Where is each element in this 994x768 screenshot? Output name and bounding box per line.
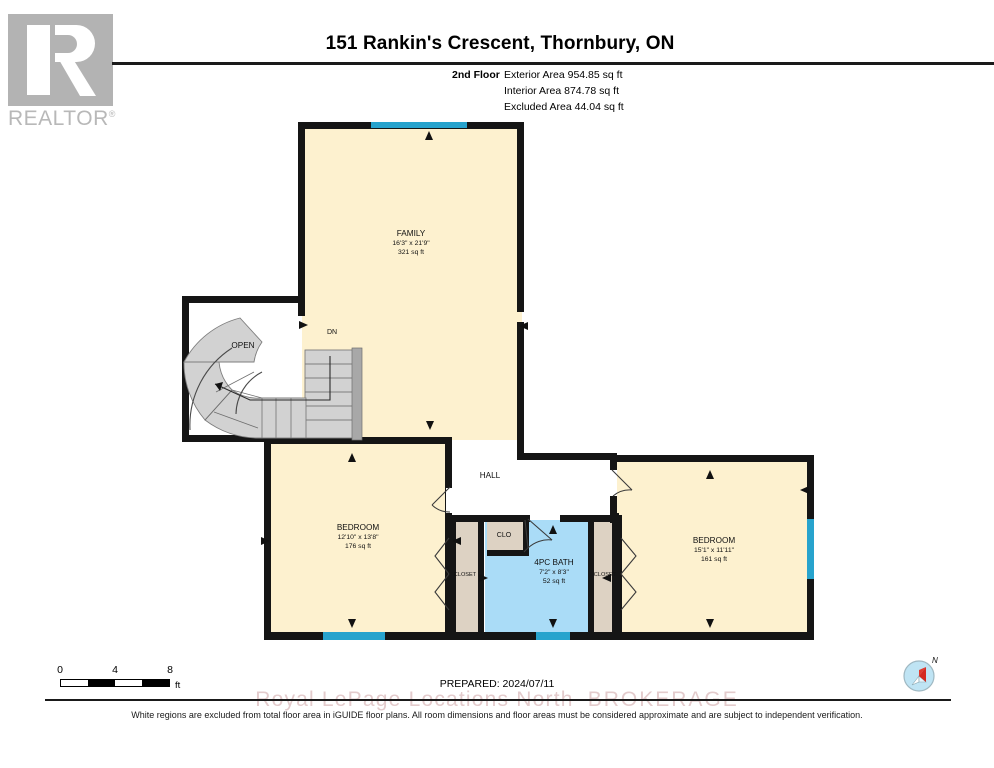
wall-bedroom-left-outer bbox=[264, 437, 271, 639]
room-label-bath: 4PC BATH 7'2" x 8'3" 52 sq ft bbox=[534, 558, 574, 585]
room-name-open: OPEN bbox=[231, 341, 254, 350]
wall-hall-top-left bbox=[266, 437, 450, 444]
disclaimer-text: White regions are excluded from total fl… bbox=[131, 710, 863, 720]
room-label-bedroom-right: BEDROOM 15'1" x 11'11" 161 sq ft bbox=[693, 536, 735, 563]
room-name-clo: CLO bbox=[497, 532, 512, 539]
room-area-family: 321 sq ft bbox=[398, 249, 424, 256]
wall-clo-right bbox=[523, 518, 529, 554]
realtor-logo: REALTOR® bbox=[8, 14, 116, 134]
scale-unit-label: ft bbox=[175, 680, 181, 691]
room-label-bedroom-left: BEDROOM 12'10" x 13'8" 176 sq ft bbox=[337, 523, 379, 550]
room-name-family: FAMILY bbox=[397, 229, 426, 238]
scale-tick-0: 0 bbox=[57, 664, 63, 676]
room-area-bedroom-right: 161 sq ft bbox=[701, 556, 727, 563]
scale-tick-4: 4 bbox=[112, 664, 118, 676]
window-bedroom-right-east bbox=[807, 519, 814, 579]
wall-open-top bbox=[182, 296, 304, 303]
wall-bedroom-left-right-lower bbox=[445, 513, 452, 639]
room-label-closet-right: CLOSET bbox=[594, 572, 617, 578]
room-name-closet-right: CLOSET bbox=[594, 572, 617, 578]
wall-closet-right-partition-a bbox=[588, 515, 594, 639]
room-area-bath: 52 sq ft bbox=[543, 578, 565, 585]
room-fill-bedroom-left bbox=[266, 440, 450, 636]
exterior-area-text: Exterior Area 954.85 sq ft bbox=[504, 69, 623, 81]
photo-direction-markers bbox=[261, 131, 809, 628]
room-label-hall: HALL bbox=[480, 471, 501, 480]
wall-hall-top-right bbox=[517, 453, 617, 460]
wall-clo-bottom bbox=[487, 550, 529, 556]
door-bedroom-left bbox=[431, 486, 454, 513]
wall-family-left-lower bbox=[298, 304, 305, 316]
door-closet-left bbox=[434, 537, 450, 611]
wall-closet-left-partition-a bbox=[450, 515, 456, 639]
wall-open-bottom bbox=[182, 435, 270, 442]
room-name-closet-left: CLOSET bbox=[454, 572, 477, 578]
page-title: 151 Rankin's Crescent, Thornbury, ON bbox=[325, 33, 675, 54]
room-fill-hall-2 bbox=[445, 440, 615, 502]
compass-rose: N bbox=[903, 656, 938, 692]
realtor-r-mark bbox=[8, 14, 113, 106]
room-dims-family: 16'3" x 21'9" bbox=[392, 240, 430, 247]
room-dims-bedroom-left: 12'10" x 13'8" bbox=[337, 534, 379, 541]
scale-tick-labels: 0 4 8 bbox=[45, 664, 185, 678]
wall-closet-right-partition-b bbox=[616, 515, 622, 639]
footer-divider bbox=[45, 699, 951, 701]
floor-area-summary: 2nd Floor Exterior Area 954.85 sq ft Int… bbox=[452, 67, 624, 115]
compass-north-label: N bbox=[932, 656, 938, 665]
wall-family-right-lower bbox=[517, 322, 524, 444]
room-fill-bedroom-right bbox=[612, 462, 812, 636]
scale-tick-8: 8 bbox=[167, 664, 173, 676]
room-label-family: FAMILY 16'3" x 21'9" 321 sq ft bbox=[392, 229, 430, 256]
room-name-hall: HALL bbox=[480, 471, 501, 480]
scale-bar-graphic bbox=[60, 679, 170, 687]
window-bedroom-left-bottom bbox=[323, 632, 385, 640]
room-label-open: OPEN bbox=[231, 341, 254, 350]
room-fill-clo bbox=[487, 520, 525, 553]
realtor-wordmark: REALTOR® bbox=[8, 107, 116, 131]
room-dims-bath: 7'2" x 8'3" bbox=[539, 569, 569, 576]
wall-bedroom-right-top bbox=[610, 455, 814, 462]
title-divider bbox=[112, 62, 994, 65]
wall-bedroom-left-right bbox=[445, 437, 452, 487]
wall-hall-bottom-left bbox=[445, 515, 530, 522]
room-label-dn: DN bbox=[327, 329, 337, 336]
interior-area-text: Interior Area 874.78 sq ft bbox=[504, 85, 619, 97]
wall-family-right bbox=[517, 122, 524, 312]
scale-bar: 0 4 8 ft bbox=[45, 664, 185, 700]
room-area-bedroom-left: 176 sq ft bbox=[345, 543, 371, 550]
room-label-clo: CLO bbox=[497, 532, 512, 539]
wall-family-left bbox=[298, 122, 305, 304]
staircase bbox=[183, 317, 363, 441]
wall-bedroom-right-bottom bbox=[612, 632, 814, 640]
wall-bedroom-right-left bbox=[612, 513, 619, 639]
floor-label: 2nd Floor bbox=[452, 69, 500, 81]
room-name-dn: DN bbox=[327, 329, 337, 336]
wall-hall-right-upper bbox=[517, 437, 524, 459]
room-name-bath: 4PC BATH bbox=[534, 558, 574, 567]
room-name-bedroom-left: BEDROOM bbox=[337, 523, 379, 532]
room-label-closet-left: CLOSET bbox=[454, 572, 477, 578]
door-clo bbox=[523, 519, 529, 553]
door-bath bbox=[527, 518, 553, 549]
prepared-date: PREPARED: 2024/07/11 bbox=[439, 678, 555, 690]
room-dims-bedroom-right: 15'1" x 11'11" bbox=[694, 547, 735, 554]
door-closet-right bbox=[620, 537, 637, 611]
window-bath-bottom bbox=[536, 632, 570, 640]
door-bedroom-right bbox=[608, 469, 633, 497]
excluded-area-text: Excluded Area 44.04 sq ft bbox=[504, 101, 624, 113]
window-family-top bbox=[371, 122, 467, 128]
realtor-registered-mark: ® bbox=[108, 109, 116, 119]
room-name-bedroom-right: BEDROOM bbox=[693, 536, 735, 545]
realtor-wordmark-text: REALTOR bbox=[8, 107, 109, 130]
